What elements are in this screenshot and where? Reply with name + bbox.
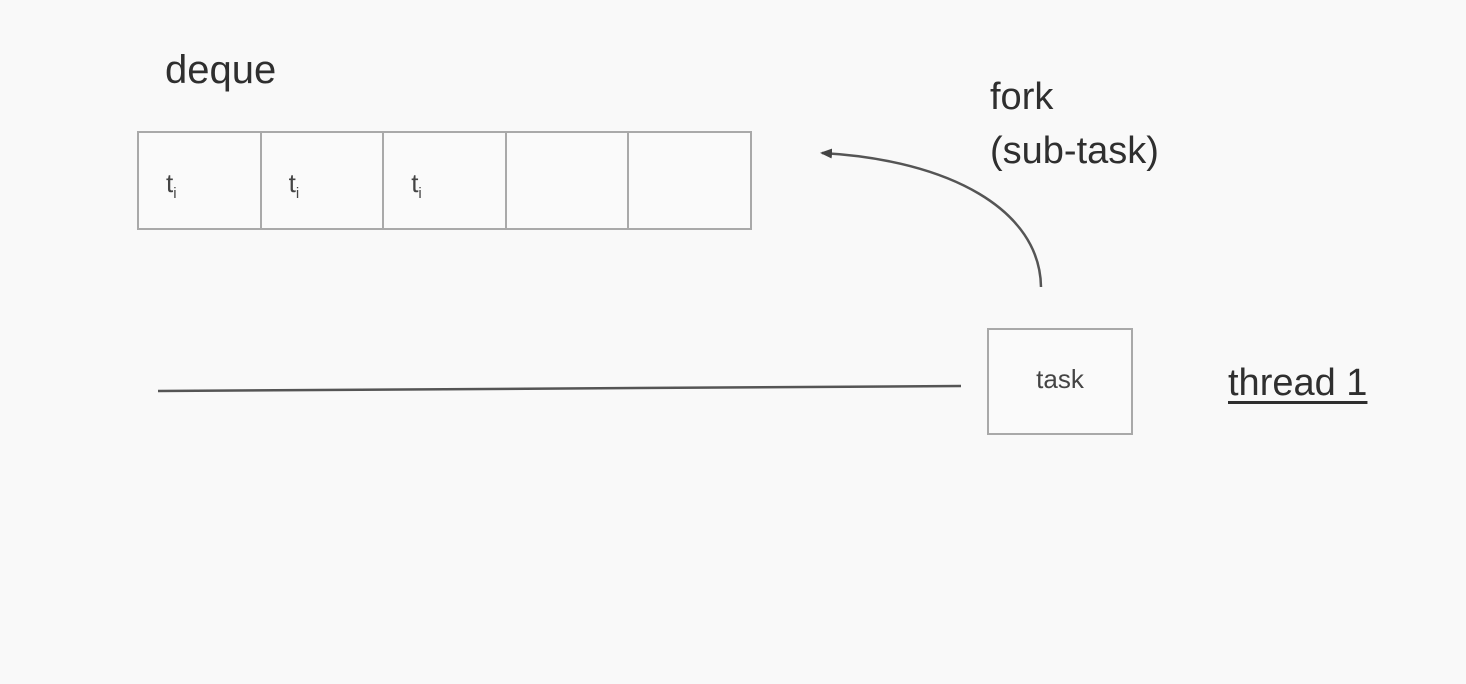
deque-cell-label: ti [166, 168, 177, 209]
thread-label: thread 1 [1228, 362, 1368, 404]
deque-cell-label-main: t [411, 168, 419, 198]
deque-cell-label-main: t [288, 168, 296, 198]
deque: ti ti ti [137, 131, 760, 230]
task-box: task [987, 328, 1133, 435]
deque-cell-label: ti [411, 168, 422, 209]
deque-cell: ti [259, 131, 385, 230]
deque-cell-empty [627, 131, 752, 230]
fork-label-line1: fork [990, 76, 1054, 118]
deque-cell: ti [382, 131, 507, 230]
thread-timeline [157, 384, 962, 393]
deque-cell-label: ti [289, 168, 300, 209]
deque-cell-label-main: t [166, 168, 174, 198]
deque-cell-empty [504, 131, 630, 230]
deque-cell: ti [137, 131, 262, 230]
fork-label: fork (sub-task) [990, 70, 1159, 178]
deque-cell-label-sub: i [295, 185, 300, 202]
fork-label-line2: (sub-task) [990, 130, 1159, 172]
deque-title: deque [165, 48, 277, 92]
task-label: task [1036, 364, 1084, 394]
deque-cell-label-sub: i [418, 185, 422, 202]
deque-cell-label-sub: i [173, 185, 177, 202]
